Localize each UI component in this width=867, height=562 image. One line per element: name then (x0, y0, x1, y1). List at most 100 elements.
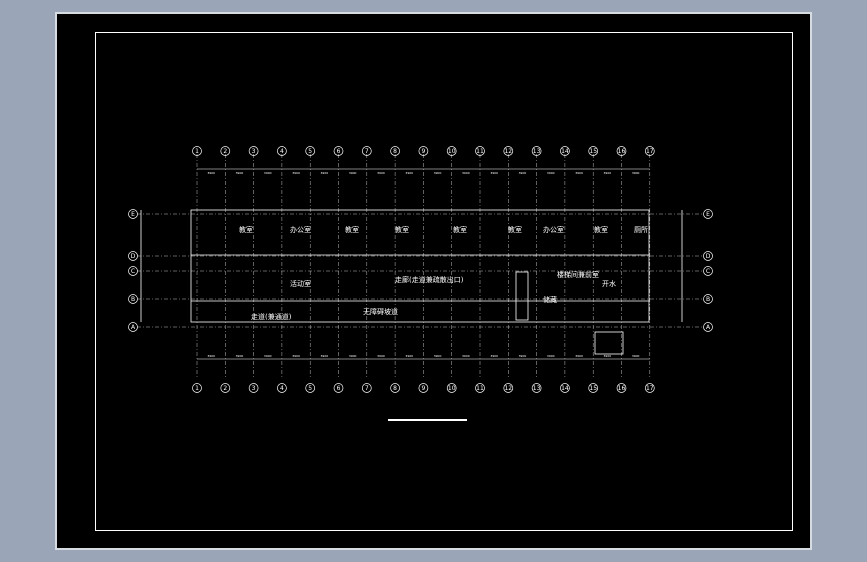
svg-text:10: 10 (448, 148, 456, 155)
svg-text:15: 15 (589, 385, 597, 392)
dimension-top: 3900 (349, 171, 357, 175)
svg-text:A: A (706, 324, 711, 331)
column-marker-bottom: 2 (220, 383, 231, 393)
column-marker-bottom: 1 (192, 383, 202, 393)
dimension-top: 3900 (264, 171, 272, 175)
dimension-bottom: 3900 (321, 354, 329, 358)
svg-text:9: 9 (421, 148, 425, 155)
column-marker-bottom: 3 (248, 383, 259, 393)
column-marker-bottom: 7 (361, 383, 372, 393)
column-marker-bottom: 13 (531, 383, 542, 393)
row-marker-left: D (128, 251, 138, 261)
svg-text:6: 6 (337, 385, 341, 392)
column-marker-top: 16 (616, 146, 627, 156)
svg-text:B: B (706, 296, 710, 303)
dimension-bottom: 3900 (292, 354, 300, 358)
dimension-top: 3900 (321, 171, 329, 175)
room-label-corridor-main: 走廊(走道兼疏散出口) (395, 275, 464, 284)
column-marker-bottom: 8 (390, 383, 400, 393)
east-stair (594, 331, 624, 355)
svg-text:A: A (131, 324, 136, 331)
room-label-ramp: 无障碍坡道 (363, 307, 398, 316)
row-marker-right: E (703, 209, 713, 219)
svg-text:7: 7 (365, 148, 369, 155)
svg-text:C: C (131, 268, 135, 275)
column-marker-bottom: 9 (418, 383, 429, 393)
svg-text:11: 11 (476, 385, 484, 392)
svg-text:12: 12 (504, 148, 512, 155)
svg-text:7: 7 (365, 385, 369, 392)
svg-text:13: 13 (533, 148, 541, 155)
dimension-bottom: 3900 (349, 354, 357, 358)
svg-text:16: 16 (618, 148, 626, 155)
svg-text:3: 3 (252, 148, 256, 155)
column-marker-top: 4 (277, 146, 287, 156)
column-marker-top: 13 (531, 146, 542, 156)
svg-text:E: E (706, 211, 710, 218)
room-label-north-3: 教室 (345, 225, 359, 234)
svg-text:4: 4 (280, 148, 284, 155)
dimension-bottom: 3900 (405, 354, 413, 358)
column-marker-bottom: 12 (503, 383, 514, 393)
svg-text:1: 1 (195, 385, 199, 392)
room-label-north-9: 厕所 (634, 225, 648, 234)
column-marker-top: 14 (560, 146, 570, 156)
svg-text:4: 4 (280, 385, 284, 392)
column-marker-bottom: 16 (616, 383, 627, 393)
cad-drawing-canvas[interactable]: 3900 3900 3900 3900 3900 3900 3900 3900 3900 3900… (55, 12, 812, 550)
dimension-top: 3900 (575, 171, 583, 175)
room-label-hall: 活动室 (290, 279, 311, 288)
svg-text:2: 2 (223, 385, 227, 392)
room-label-north-6: 教室 (508, 225, 522, 234)
svg-text:16: 16 (618, 385, 626, 392)
svg-text:1: 1 (195, 148, 199, 155)
svg-text:14: 14 (561, 148, 569, 155)
column-marker-top: 12 (503, 146, 514, 156)
dimension-top: 3900 (604, 171, 612, 175)
row-marker-right: D (703, 251, 713, 261)
dimension-bottom: 3900 (434, 354, 442, 358)
dimension-bottom: 3900 (377, 354, 385, 358)
row-marker-left: C (128, 266, 138, 276)
drawing-sheet-border (95, 32, 793, 531)
dimension-bottom: 3900 (490, 354, 498, 358)
svg-text:5: 5 (308, 385, 312, 392)
dimension-top: 3900 (405, 171, 413, 175)
svg-text:12: 12 (504, 385, 512, 392)
row-marker-right: A (703, 322, 713, 332)
dimension-bottom: 3900 (462, 354, 470, 358)
column-marker-bottom: 14 (560, 383, 570, 393)
column-marker-top: 1 (192, 146, 202, 156)
dimension-bottom: 3900 (236, 354, 244, 358)
column-marker-top: 7 (361, 146, 372, 156)
room-label-corridor-east: 楼梯间兼前室 (557, 270, 599, 279)
column-marker-bottom: 4 (277, 383, 287, 393)
dimension-bottom: 3900 (207, 354, 215, 358)
dimension-top: 3900 (207, 171, 215, 175)
column-marker-top: 2 (220, 146, 231, 156)
svg-text:E: E (131, 211, 135, 218)
svg-text:11: 11 (476, 148, 484, 155)
svg-text:13: 13 (533, 385, 541, 392)
column-marker-bottom: 6 (333, 383, 344, 393)
room-label-north-2: 办公室 (290, 225, 311, 234)
svg-text:D: D (131, 253, 136, 260)
svg-text:2: 2 (223, 148, 227, 155)
column-marker-top: 6 (333, 146, 344, 156)
floor-plan: 3900 3900 3900 3900 3900 3900 3900 3900 3900 3900… (128, 146, 713, 421)
svg-text:5: 5 (308, 148, 312, 155)
dimension-top: 3900 (434, 171, 442, 175)
svg-text:B: B (131, 296, 135, 303)
svg-text:D: D (706, 253, 711, 260)
svg-text:8: 8 (393, 148, 397, 155)
dimension-top: 3900 (236, 171, 244, 175)
dimension-bottom: 3900 (604, 354, 612, 358)
column-marker-top: 9 (418, 146, 429, 156)
svg-text:17: 17 (646, 148, 654, 155)
dimension-top: 3900 (547, 171, 555, 175)
dimension-top: 3900 (292, 171, 300, 175)
row-marker-left: B (128, 294, 138, 304)
stair-block (515, 271, 529, 321)
column-marker-top: 3 (248, 146, 259, 156)
row-marker-right: B (703, 294, 713, 304)
